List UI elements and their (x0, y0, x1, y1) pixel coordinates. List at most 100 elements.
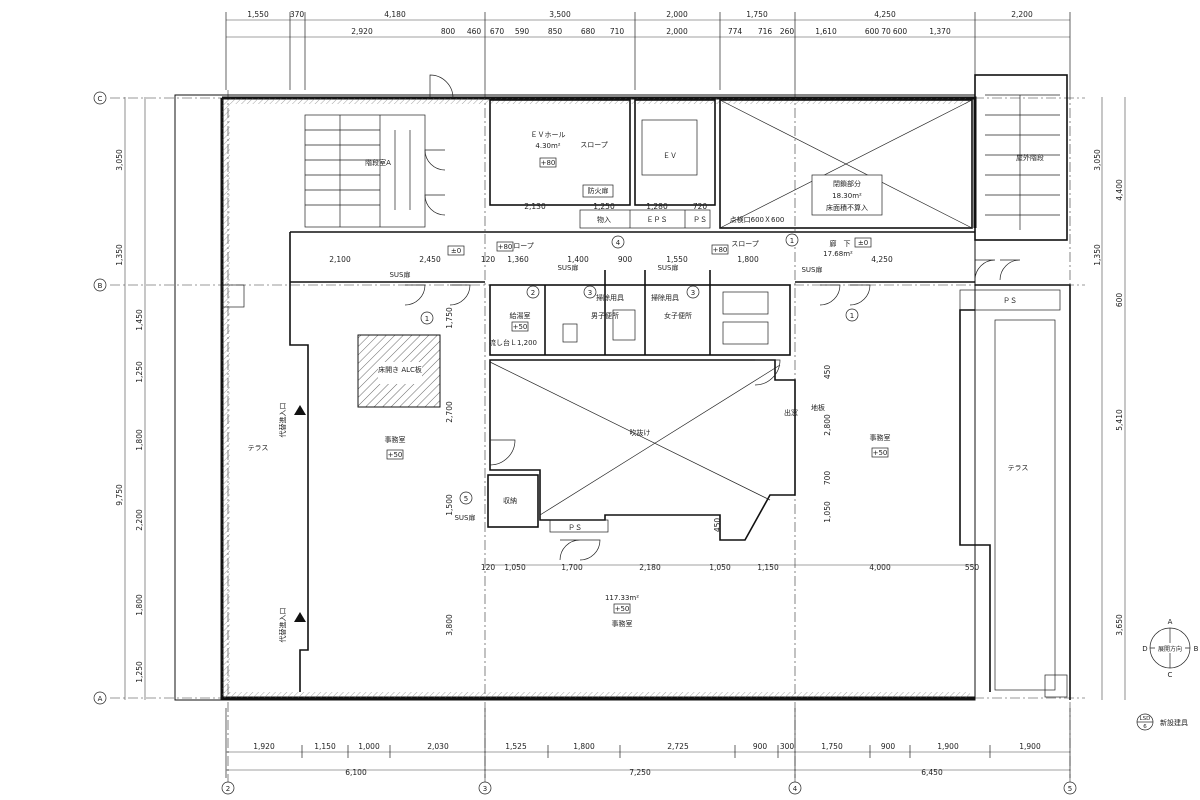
room-label: ＥＶホール (531, 131, 566, 139)
dim-text: 670 (490, 27, 505, 36)
dim-text: 3,050 (1093, 149, 1102, 171)
room-label: ＰＳ (568, 524, 582, 532)
axis-label: 2 (226, 785, 230, 793)
dim-text: 1,450 (135, 309, 144, 331)
level-label: +50 (388, 451, 403, 459)
dim-text: 1,370 (929, 27, 951, 36)
dim-text: 120 (481, 563, 496, 572)
dim-text: 720 (693, 202, 708, 211)
dim-text: 680 (581, 27, 596, 36)
level-label: ±0 (858, 239, 868, 247)
dim-text: 1,550 (247, 10, 269, 19)
dim-text: 900 (881, 742, 896, 751)
room-label: ＥＶ (663, 152, 677, 160)
axis-label: 4 (793, 785, 798, 793)
dim-text: 1,900 (1019, 742, 1041, 751)
dim-text: 1,800 (737, 255, 759, 264)
dim-text: 3,500 (549, 10, 571, 19)
axis-label: 3 (483, 785, 487, 793)
door-number: 3 (691, 289, 695, 297)
dim-text: 2,800 (823, 414, 832, 436)
dim-text: 450 (713, 518, 722, 533)
floor-opening: 床開き ALC板 (357, 334, 441, 408)
dim-text: 710 (610, 27, 625, 36)
dim-text: 900 (618, 255, 633, 264)
right-dimension-labels: 3,050 4,400 1,350 600 5,410 3,650 (1093, 149, 1124, 636)
dim-text: 70 (881, 27, 891, 36)
core-services: 給湯室 +50 流し台Ｌ1,200 男子便所 女子便所 掃除用具 掃除用具 SU… (389, 263, 822, 522)
compass-a: A (1168, 618, 1173, 626)
dim-text: 1,550 (666, 255, 688, 264)
dim-text: 590 (515, 27, 530, 36)
door-number: 1 (790, 237, 794, 245)
compass-label: 展開方向 (1158, 645, 1182, 653)
room-label: ＰＳ (693, 216, 707, 224)
dim-text: 2,180 (639, 563, 661, 572)
dim-text: 260 (780, 27, 795, 36)
dim-text: 120 (481, 255, 496, 264)
legend: LSD 6 新設建具 (1136, 713, 1188, 731)
dim-text: 716 (758, 27, 773, 36)
stair-a: 階段室A (304, 114, 426, 228)
dim-text: 460 (467, 27, 482, 36)
compass-c: C (1168, 671, 1173, 679)
dim-text: 1,525 (505, 742, 527, 751)
room-label: 地板 (811, 403, 825, 412)
external-stair: 屋外階段 (974, 74, 1068, 241)
compass-d: D (1142, 645, 1147, 653)
dim-text: 1,250 (135, 361, 144, 383)
room-label: 物入 (597, 215, 611, 224)
note-label: SUS扉 (389, 270, 410, 279)
note-label: SUS扉 (557, 263, 578, 272)
dim-text: 1,050 (823, 501, 832, 523)
door-marks: 1 2 3 3 4 1 1 5 (420, 233, 859, 505)
ev-hall: ＥＶホール 4.30m² +80 スロープ 防火扉 (489, 99, 631, 206)
dim-text: 1,750 (746, 10, 768, 19)
dim-text: 3,800 (445, 614, 454, 636)
office-bottom: 117.33m² +50 事務室 120 1,050 1,700 2,180 1… (481, 563, 980, 628)
dim-text: 1,050 (709, 563, 731, 572)
dim-text: 2,725 (667, 742, 689, 751)
note-label: 点検口600Ｘ600 (730, 215, 785, 224)
dim-text: 1,360 (507, 255, 529, 264)
dim-text: 1,700 (561, 563, 583, 572)
dim-text: 2,200 (135, 509, 144, 531)
dim-text: 1,350 (115, 244, 124, 266)
dim-text: 850 (548, 27, 563, 36)
left-dimension-labels: 3,050 1,350 1,450 1,250 1,800 2,200 1,80… (115, 149, 144, 683)
terrace-left: テラス 代替進入口 代替進入口 (221, 232, 309, 692)
note-label: SUS扉 (801, 265, 822, 274)
dim-text: 774 (728, 27, 743, 36)
office-right: 事務室 +50 (870, 433, 891, 458)
top-dimension-labels: 1,550 370 4,180 3,500 2,000 1,750 4,250 … (247, 10, 1033, 36)
dim-text: 2,000 (666, 27, 688, 36)
room-label: 階段室A (365, 158, 391, 167)
elevator: ＥＶ (634, 99, 716, 206)
dim-text: 6,450 (921, 768, 943, 777)
level-label: ±0 (451, 247, 461, 255)
dim-text: 800 (441, 27, 456, 36)
corridor: スロープ スロープ 廊 下 17.68m² ±0 +80 ±0 +80 ＰＳ 2… (290, 231, 1061, 311)
dim-text: 1,400 (567, 255, 589, 264)
door-number: 1 (425, 315, 429, 323)
dim-text: 4,250 (874, 10, 896, 19)
dim-text: 7,250 (629, 768, 651, 777)
room-label: 掃除用具 (596, 293, 624, 302)
dim-text: 900 (753, 742, 768, 751)
dim-text: 2,450 (419, 255, 441, 264)
room-label: 事務室 (612, 619, 633, 628)
room-label: 事務室 (870, 433, 891, 442)
room-label: 事務室 (385, 435, 406, 444)
inner-vertical-dims: 2,700 1,500 3,800 1,750 450 2,800 700 1,… (445, 307, 832, 636)
dim-text: 9,750 (115, 484, 124, 506)
closed-part: 閉鎖部分 18.30m² 床面積不算入 点検口600Ｘ600 (719, 99, 973, 229)
dim-text: 1,800 (135, 429, 144, 451)
room-label: ＥＰＳ (647, 216, 668, 224)
level-label: +80 (713, 246, 728, 254)
room-label: ＰＳ (1003, 297, 1017, 305)
dim-text: 1,280 (646, 202, 668, 211)
dim-text: 700 (823, 471, 832, 486)
dim-text: 1,900 (937, 742, 959, 751)
note-label: 床面積不算入 (826, 203, 868, 212)
